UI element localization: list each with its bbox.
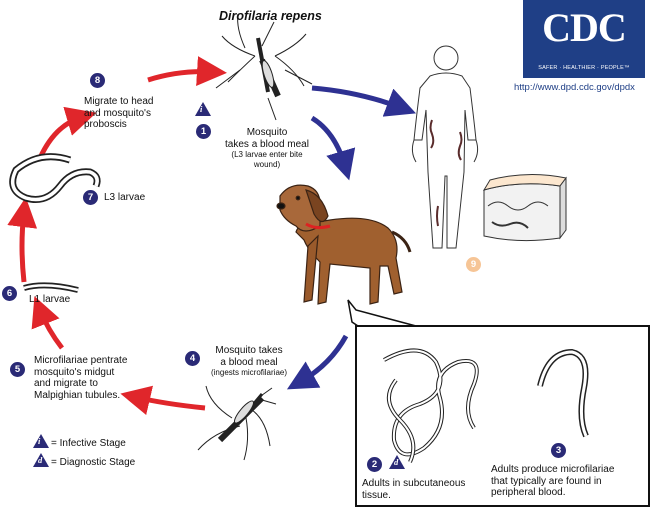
inset-box bbox=[355, 325, 650, 507]
cdc-logo: CDC SAFER · HEALTHIER · PEOPLE™ bbox=[523, 0, 645, 78]
microfilaria-drawing bbox=[537, 348, 589, 438]
stage-3-label: Adults produce microfilariae that typica… bbox=[491, 464, 615, 498]
adult-worms-drawing bbox=[383, 348, 479, 463]
inset-pointer bbox=[347, 299, 417, 327]
source-url[interactable]: http://www.dpd.cdc.gov/dpdx bbox=[514, 82, 635, 93]
stage-2-badge: 2 bbox=[367, 457, 382, 472]
stage-7-label: L3 larvae bbox=[104, 192, 146, 203]
arrow-8-to-1 bbox=[147, 56, 227, 87]
diagram-title: Dirofilaria repens bbox=[219, 9, 322, 23]
arrow-6-to-7 bbox=[7, 197, 38, 283]
mosquito-bottom bbox=[197, 385, 277, 461]
arrow-dog-to-mosquito bbox=[286, 334, 349, 390]
legend-infective-label: = Infective Stage bbox=[51, 438, 126, 449]
arrow-5-to-6 bbox=[31, 296, 64, 350]
stage-6-label: L1 larvae bbox=[29, 294, 71, 305]
legend-diagnostic-label: = Diagnostic Stage bbox=[51, 457, 136, 468]
stage-8-badge: 8 bbox=[90, 73, 105, 88]
stage-6-badge: 6 bbox=[2, 286, 17, 301]
dog-illustration bbox=[276, 184, 412, 305]
l3-larva-drawing bbox=[9, 153, 101, 203]
diagnostic-stage-icon: d bbox=[389, 455, 405, 469]
stage-1-badge: 1 bbox=[196, 124, 211, 139]
human-figure bbox=[411, 45, 479, 249]
legend-diagnostic-icon: d bbox=[33, 453, 49, 467]
arrow-4-to-5 bbox=[120, 385, 206, 416]
skin-section bbox=[482, 173, 567, 242]
stage-4-badge: 4 bbox=[185, 351, 200, 366]
stage-7-badge: 7 bbox=[83, 190, 98, 205]
stage-2-label: Adults in subcutaneous tissue. bbox=[362, 478, 466, 501]
l1-larva-drawing bbox=[23, 282, 79, 293]
stage-5-label: Microfilariae pentrate mosquito's midgut… bbox=[34, 355, 128, 401]
stage-3-badge: 3 bbox=[551, 443, 566, 458]
mosquito-top bbox=[215, 13, 313, 121]
stage-5-badge: 5 bbox=[10, 362, 25, 377]
stage-9-badge: 9 bbox=[466, 257, 481, 272]
infective-stage-icon: i bbox=[195, 102, 211, 116]
stage-8-label: Migrate to head and mosquito's proboscis bbox=[84, 96, 154, 130]
arrow-mosquito-to-human bbox=[311, 85, 417, 117]
arrow-7-to-8 bbox=[37, 106, 97, 160]
stage-1-label: Mosquito takes a blood meal (L3 larvae e… bbox=[225, 127, 309, 169]
arrow-mosquito-to-dog bbox=[310, 115, 356, 181]
legend-infective-icon: i bbox=[33, 434, 49, 448]
stage-4-label: Mosquito takes a blood meal (ingests mic… bbox=[210, 345, 288, 377]
